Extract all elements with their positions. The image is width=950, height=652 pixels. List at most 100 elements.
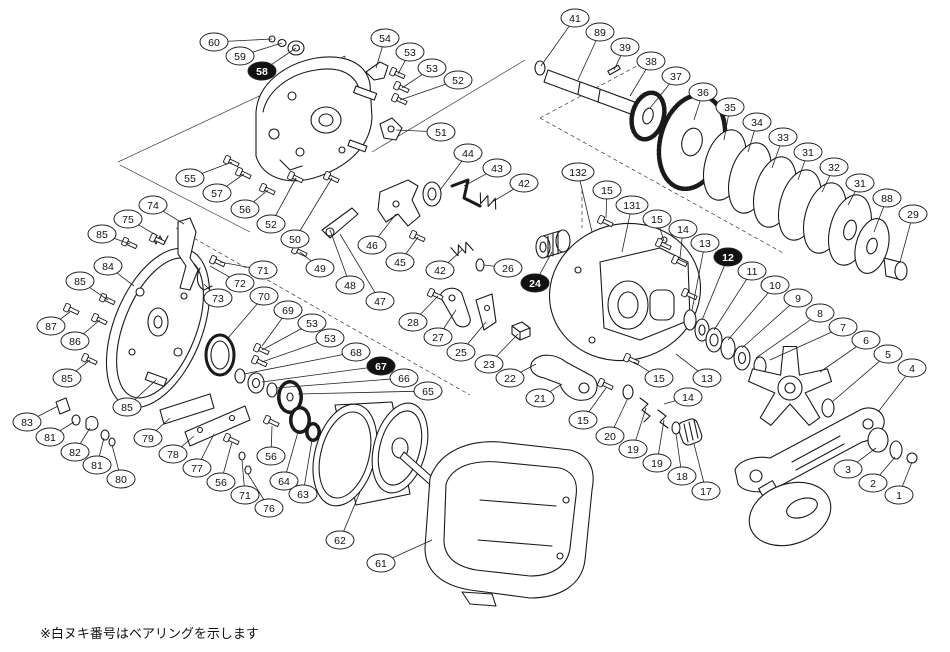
callout: 15 (644, 368, 674, 388)
callout-bubble (273, 300, 303, 320)
leader-line (227, 303, 258, 339)
pawl (475, 293, 497, 331)
leader-line (399, 83, 446, 101)
callout-number: 48 (344, 280, 356, 292)
callout: 53 (297, 313, 327, 333)
cover-plates (159, 393, 251, 447)
callout-number: 89 (594, 27, 606, 39)
callout-bubble (595, 426, 625, 446)
callout-bubble (112, 397, 142, 417)
leader-line (271, 47, 297, 65)
leader-line (114, 237, 131, 245)
callout-bubble (133, 428, 163, 448)
callout-number: 85 (74, 276, 86, 288)
guide-line (175, 227, 471, 396)
leader-line (483, 264, 495, 267)
pinion-gear (629, 90, 667, 142)
drag-knob-small (677, 418, 703, 446)
leader-line (138, 224, 159, 237)
callout-number: 51 (435, 127, 447, 139)
callout-bearing: 58 (247, 61, 277, 81)
callout-number: 21 (534, 393, 546, 405)
screw (393, 81, 410, 94)
callout-bubble (474, 354, 504, 374)
callout-number: 29 (907, 209, 919, 221)
callout-number: 1 (896, 490, 902, 502)
plate-clip (379, 117, 403, 141)
leader-line (629, 69, 647, 97)
leader-line (621, 213, 631, 253)
leader-line (203, 283, 211, 291)
leader-line (397, 60, 406, 75)
callout-bubble (106, 469, 136, 489)
callout-bubble (65, 271, 95, 291)
callout-bubble (692, 368, 722, 388)
callout-bubble (828, 317, 858, 337)
callout-number: 46 (366, 240, 378, 252)
callout: 37 (661, 66, 691, 86)
leader-line (116, 272, 135, 287)
callout: 19 (642, 453, 672, 473)
callout-bubble (199, 32, 229, 52)
callout: 35 (715, 97, 745, 117)
leader-line (275, 378, 391, 389)
callout-bubble (661, 66, 691, 86)
callout: 15 (592, 180, 622, 200)
screw (81, 353, 98, 366)
leader-line (226, 173, 245, 187)
leader-line (605, 198, 608, 219)
callout: 61 (366, 553, 396, 573)
callout-bubble (783, 288, 813, 308)
callout-number: 53 (404, 47, 416, 59)
callout: 42 (509, 173, 539, 193)
screw (253, 343, 270, 356)
callout-number: 3 (845, 464, 851, 476)
callout: 79 (133, 428, 163, 448)
callout: 11 (737, 261, 767, 281)
pawl-lever (439, 287, 471, 328)
leader-line (691, 251, 704, 311)
callout-number: 14 (682, 392, 694, 404)
callout-number: 27 (432, 332, 444, 344)
callout: 81 (82, 455, 112, 475)
callout: 42 (425, 260, 455, 280)
callout-bubble (398, 312, 428, 332)
callout-number: 22 (504, 373, 516, 385)
screw (223, 433, 240, 446)
callout-bubble (520, 273, 550, 293)
callout-number: 24 (529, 278, 541, 290)
leader-line (297, 390, 415, 395)
callout-bubble (610, 37, 640, 57)
leader-line (447, 249, 463, 263)
leader-line (588, 387, 607, 413)
leader-line (659, 227, 665, 242)
callout-bubble (742, 112, 772, 132)
screw (391, 93, 408, 106)
callout-bubble (768, 127, 798, 147)
callout-bubble (872, 188, 902, 208)
callout: 17 (691, 481, 721, 501)
leader-line (98, 437, 105, 457)
callout-number: 60 (208, 37, 220, 49)
callout-bubble (325, 530, 355, 550)
callout-number: 85 (96, 229, 108, 241)
leader-line (201, 161, 233, 174)
callout-number: 7 (840, 322, 846, 334)
leader-line (467, 321, 487, 345)
retainer-clip (196, 267, 213, 291)
leader-line (75, 359, 91, 372)
callout: 52 (443, 70, 473, 90)
callout: 68 (341, 342, 371, 362)
right-side-plate (548, 222, 702, 362)
callout-bubble (60, 331, 90, 351)
callout-bubble (93, 256, 123, 276)
callout-bearing: 24 (520, 273, 550, 293)
callout-number: 52 (265, 219, 277, 231)
drag-washers (703, 129, 872, 266)
callout-number: 131 (623, 200, 641, 212)
callout-number: 14 (677, 224, 689, 236)
callout-bubble (737, 261, 767, 281)
leader-line (83, 319, 101, 335)
callout: 80 (106, 469, 136, 489)
